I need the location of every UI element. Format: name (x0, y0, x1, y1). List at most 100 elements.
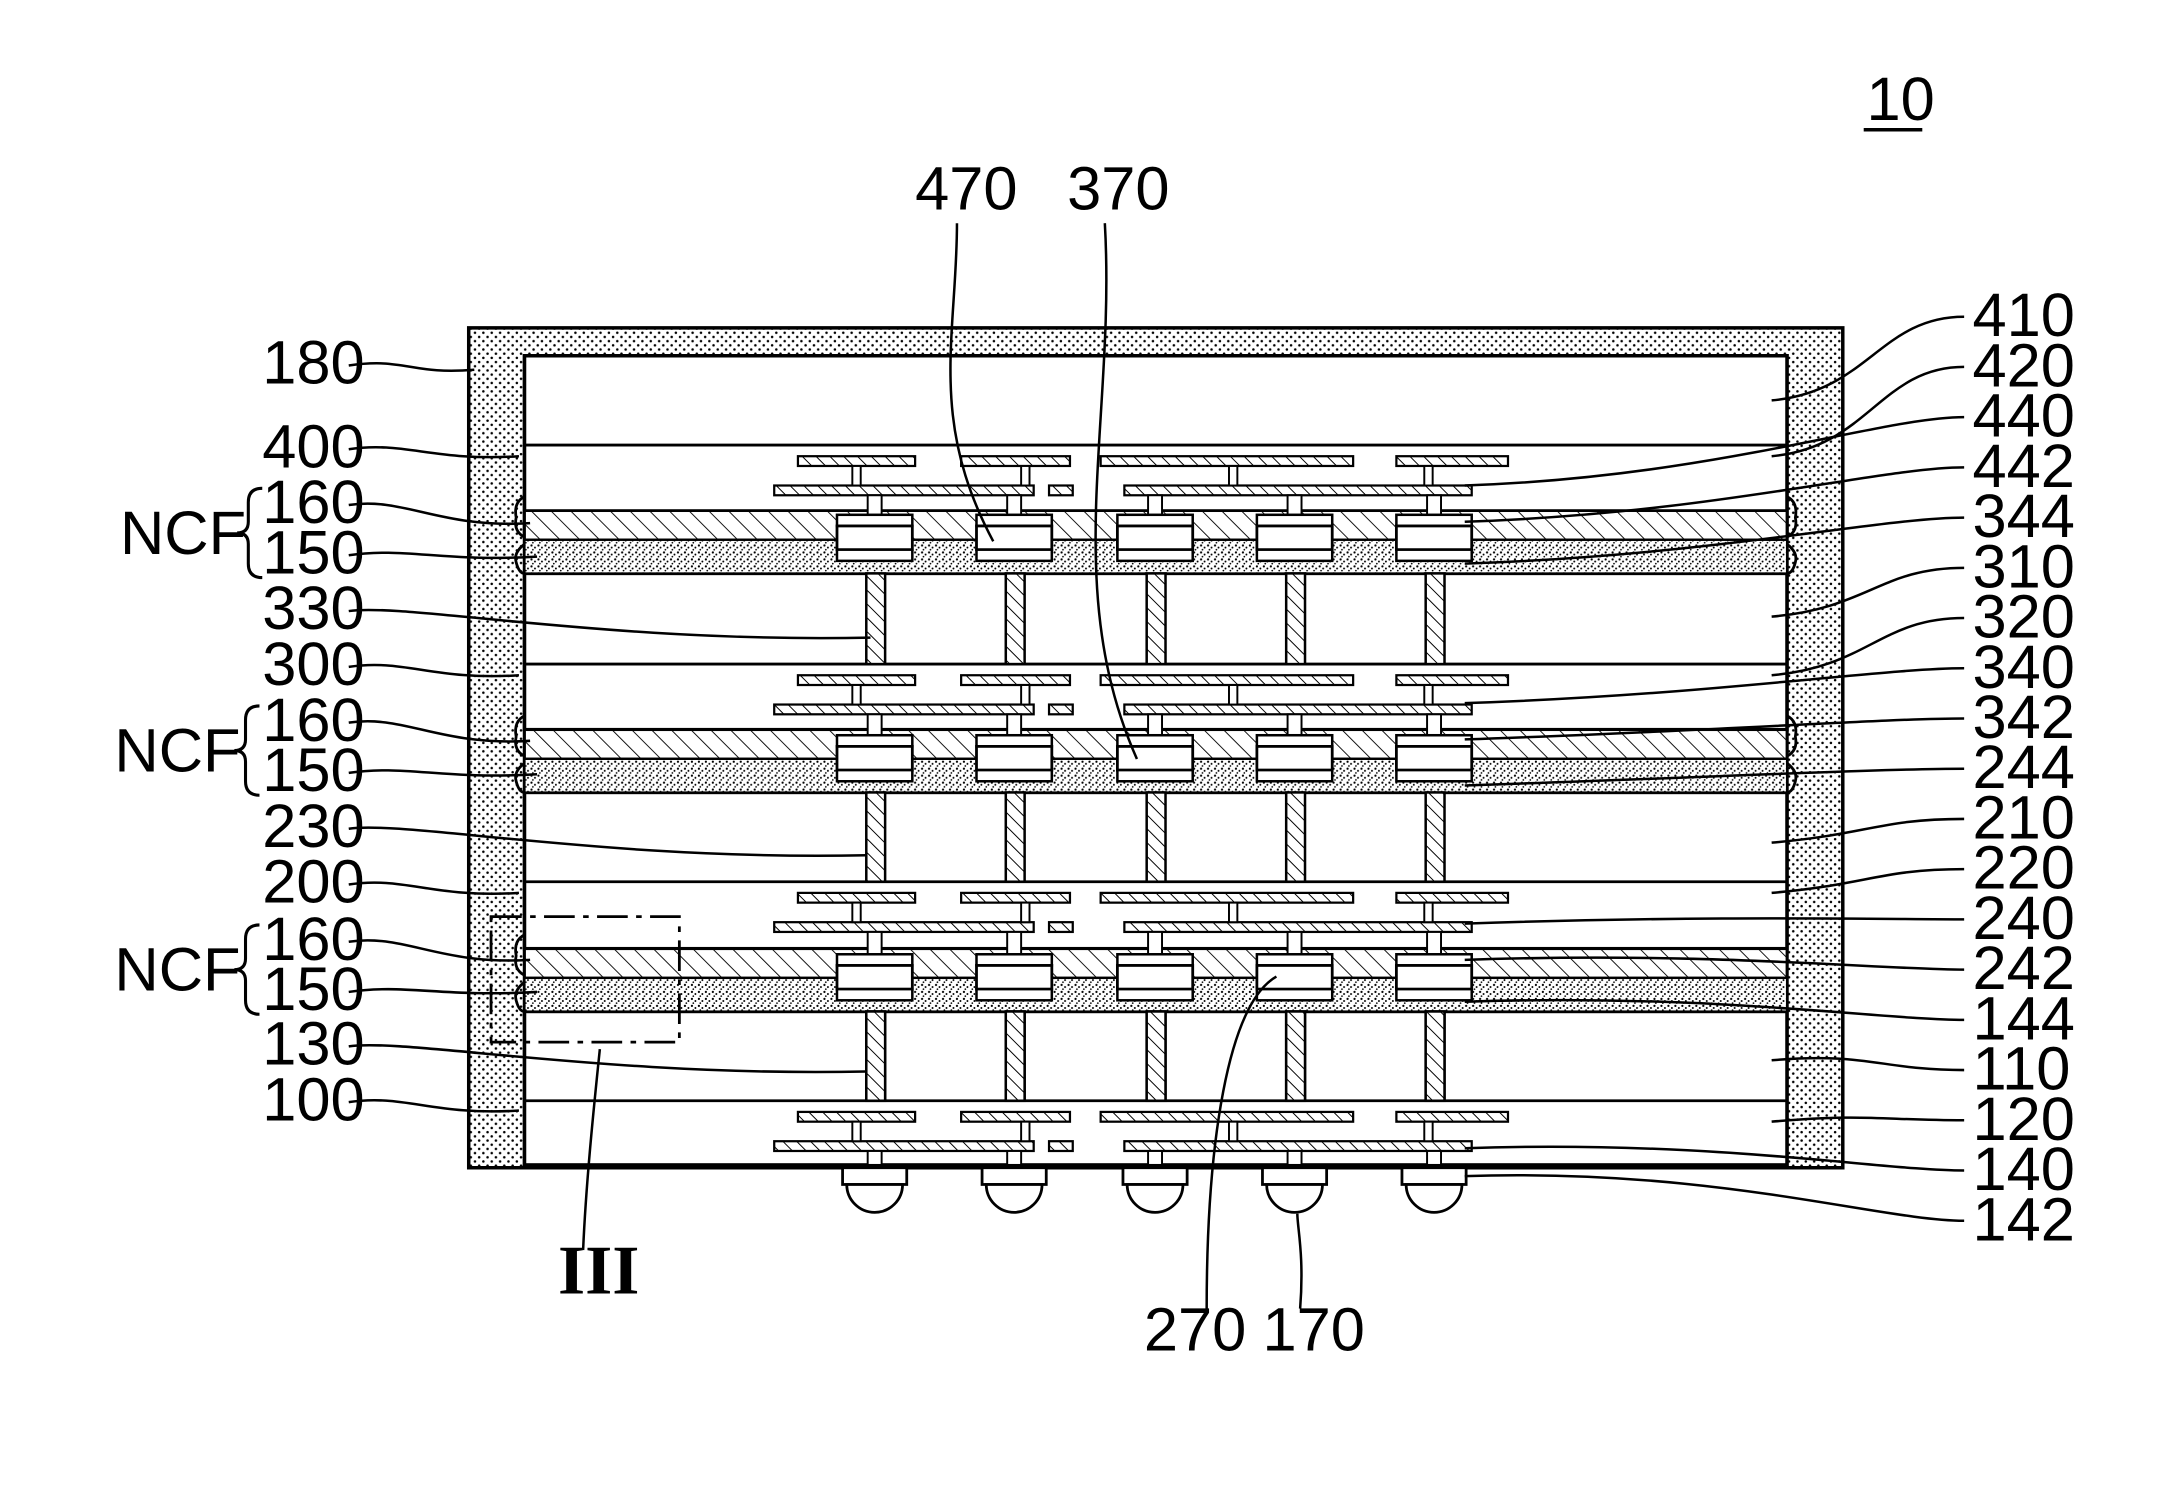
redistribution-line-upper (961, 456, 1070, 466)
bump-pad (1257, 515, 1332, 526)
redistribution-line-upper (798, 1112, 915, 1122)
redistribution-line-upper (798, 675, 915, 685)
via-connector (1021, 903, 1029, 923)
bump-pad (1117, 770, 1192, 781)
via-connector (852, 685, 860, 705)
bump-pad (837, 770, 912, 781)
via-connector (852, 903, 860, 923)
pad-connector (1007, 1151, 1021, 1165)
bump-pad (1257, 989, 1332, 1000)
ncf-label-top: NCF (120, 499, 246, 568)
solder-bump (1117, 526, 1192, 550)
bump-pad (1396, 770, 1471, 781)
external-pad (843, 1168, 907, 1185)
solder-bump (1396, 965, 1471, 989)
through-silicon-via (1147, 792, 1166, 881)
redistribution-line-lower (1049, 922, 1073, 932)
redistribution-line-upper (1101, 1112, 1353, 1122)
redistribution-line-upper (961, 1112, 1070, 1122)
via-connector (1021, 685, 1029, 705)
through-silicon-via (1006, 792, 1025, 881)
external-pad (1262, 1168, 1326, 1185)
via-connector (1021, 1122, 1029, 1142)
via-connector (1424, 1122, 1432, 1142)
ncf-label-bottom: NCF (114, 936, 240, 1005)
external-pad (1402, 1168, 1466, 1185)
bump-pad (1117, 515, 1192, 526)
redistribution-line-lower (1049, 486, 1073, 496)
through-silicon-via (1147, 1011, 1166, 1100)
solder-bump (837, 526, 912, 550)
figure-number: 10 (1866, 65, 1934, 134)
bump-pad (1396, 954, 1471, 965)
via-connector (1424, 466, 1432, 486)
solder-ball (1406, 1184, 1462, 1212)
through-silicon-via (866, 792, 885, 881)
external-pad (982, 1168, 1046, 1185)
solder-bump (837, 965, 912, 989)
redistribution-line-upper (1101, 893, 1353, 903)
redistribution-line-lower (774, 486, 1033, 496)
solder-ball (847, 1184, 903, 1212)
pad-connector (1148, 1151, 1162, 1165)
through-silicon-via (1286, 792, 1305, 881)
bump-pad (837, 515, 912, 526)
pad-connector (868, 1151, 882, 1165)
pad-connector (1288, 1151, 1302, 1165)
through-silicon-via (1426, 792, 1445, 881)
leader-170 (1297, 1214, 1301, 1309)
redistribution-line-upper (1101, 675, 1353, 685)
redistribution-line-lower (1124, 922, 1471, 932)
bump-pad (837, 550, 912, 561)
via-connector (1424, 685, 1432, 705)
bump-pad (837, 954, 912, 965)
bump-pad (1396, 515, 1471, 526)
redistribution-line-upper (1396, 456, 1508, 466)
leader-142 (1465, 1175, 1964, 1221)
through-silicon-via (1426, 1011, 1445, 1100)
bump-pad (1396, 550, 1471, 561)
external-pad (1123, 1168, 1187, 1185)
redistribution-line-upper (961, 893, 1070, 903)
ncf-label-middle: NCF (114, 717, 240, 786)
redistribution-line-upper (798, 456, 915, 466)
bump-pad (1117, 989, 1192, 1000)
label-270: 270 (1144, 1295, 1246, 1364)
redistribution-line-lower (1124, 705, 1471, 715)
solder-bump (1257, 965, 1332, 989)
left-label-100: 100 (262, 1065, 364, 1134)
redistribution-line-lower (1049, 1141, 1073, 1151)
redistribution-line-upper (1396, 893, 1508, 903)
detail-marker-iii: III (558, 1232, 639, 1309)
redistribution-line-lower (774, 1141, 1033, 1151)
redistribution-line-lower (1049, 705, 1073, 715)
bump-pad (1396, 989, 1471, 1000)
bump-pad (976, 515, 1051, 526)
leader-180 (349, 363, 475, 371)
redistribution-line-upper (1396, 675, 1508, 685)
via-connector (852, 466, 860, 486)
solder-bump (1117, 965, 1192, 989)
solder-ball (986, 1184, 1042, 1212)
redistribution-line-upper (961, 675, 1070, 685)
redistribution-line-upper (798, 893, 915, 903)
label-170: 170 (1262, 1295, 1364, 1364)
through-silicon-via (866, 573, 885, 664)
bump-pad (837, 989, 912, 1000)
bump-pad (976, 550, 1051, 561)
redistribution-line-upper (1101, 456, 1353, 466)
bump-pad (1117, 550, 1192, 561)
solder-ball (1127, 1184, 1183, 1212)
via-connector (1229, 466, 1237, 486)
via-connector (1424, 903, 1432, 923)
left-label-180: 180 (262, 329, 364, 398)
through-silicon-via (1286, 573, 1305, 664)
redistribution-line-lower (1124, 486, 1471, 496)
bump-pad (1257, 770, 1332, 781)
through-silicon-via (1147, 573, 1166, 664)
via-connector (1021, 466, 1029, 486)
through-silicon-via (866, 1011, 885, 1100)
through-silicon-via (1286, 1011, 1305, 1100)
via-connector (1229, 1122, 1237, 1142)
